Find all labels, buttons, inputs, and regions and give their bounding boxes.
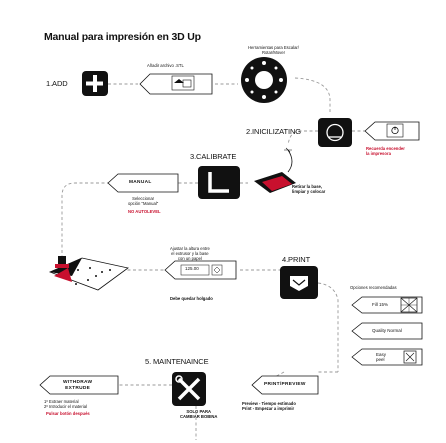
note-preview: Preview - Tiempo estimado Print - Empeza… [242, 401, 296, 411]
option-quality-label: Quality Normal [372, 328, 402, 333]
connector-lines [61, 77, 365, 440]
step-maintenance: 5. MAINTENAINCE [145, 357, 209, 366]
option-fill[interactable] [351, 296, 423, 314]
page-title: Manual para impresión en 3D Up [44, 31, 201, 43]
option-easy-peel[interactable] [351, 348, 423, 366]
note-solo-para: SOLO PARA CAMBIAR BOBINA [180, 409, 218, 419]
note-herramientas: Herramientas para Escalar/ Rotar/Mover [248, 45, 299, 55]
option-easy-peel-label: Easy peel [376, 352, 387, 362]
withdraw-extrude-label: WITHDRAW EXTRUDE [63, 380, 93, 391]
note-opciones: Opciones recomendadas [350, 285, 397, 290]
manual-button[interactable] [107, 173, 179, 193]
rotate-wheel-icon[interactable] [241, 57, 287, 103]
option-fill-label: Fill 15% [372, 302, 389, 307]
maintenance-tile[interactable] [172, 372, 206, 406]
option-quality[interactable] [351, 322, 423, 340]
note-retirar-base: Retirar la base, limpiar y colocar [292, 184, 326, 194]
note-seleccionar: Seleccionar opción "Manual" [128, 196, 159, 206]
step-print: 4.PRINT [282, 255, 311, 264]
note-pulsar: Pulsar botón después [46, 411, 90, 416]
note-recuerda-encender: Recuerda encender la impresora [366, 146, 405, 156]
note-extraer: 1º Extraer material 2º Introducir el mat… [44, 399, 87, 409]
nozzle-height-button[interactable] [164, 260, 237, 280]
note-anadir-archivo: Añadir archivo .STL [147, 63, 184, 68]
calibrate-tile[interactable] [198, 166, 240, 199]
note-no-autolevel: NO AUTOLEVEL [128, 209, 161, 214]
printbed-icon [48, 256, 129, 291]
print-tile[interactable] [280, 266, 318, 299]
withdraw-extrude-button[interactable] [39, 375, 119, 395]
print-preview-label: PRINT/PREVIEW [264, 382, 306, 387]
step-initialize: 2.INICILIZATING [246, 127, 302, 136]
note-debe-quedar: Debe quedar holgado [170, 296, 213, 301]
step-calibrate: 3.CALIBRATE [190, 152, 237, 161]
add-file-button[interactable] [139, 73, 213, 95]
initialize-tile[interactable] [318, 118, 352, 147]
nozzle-value: 125.00 [185, 266, 199, 271]
note-ajustar-altura: Ajustar la altura entre el extrusor y la… [170, 246, 210, 261]
print-preview-button[interactable] [251, 375, 319, 395]
step-add: 1.ADD [46, 79, 68, 88]
power-button[interactable] [364, 121, 420, 141]
manual-button-label: MANUAL [129, 180, 152, 185]
printbed-remove-icon [254, 147, 296, 193]
add-tile[interactable] [82, 71, 108, 96]
